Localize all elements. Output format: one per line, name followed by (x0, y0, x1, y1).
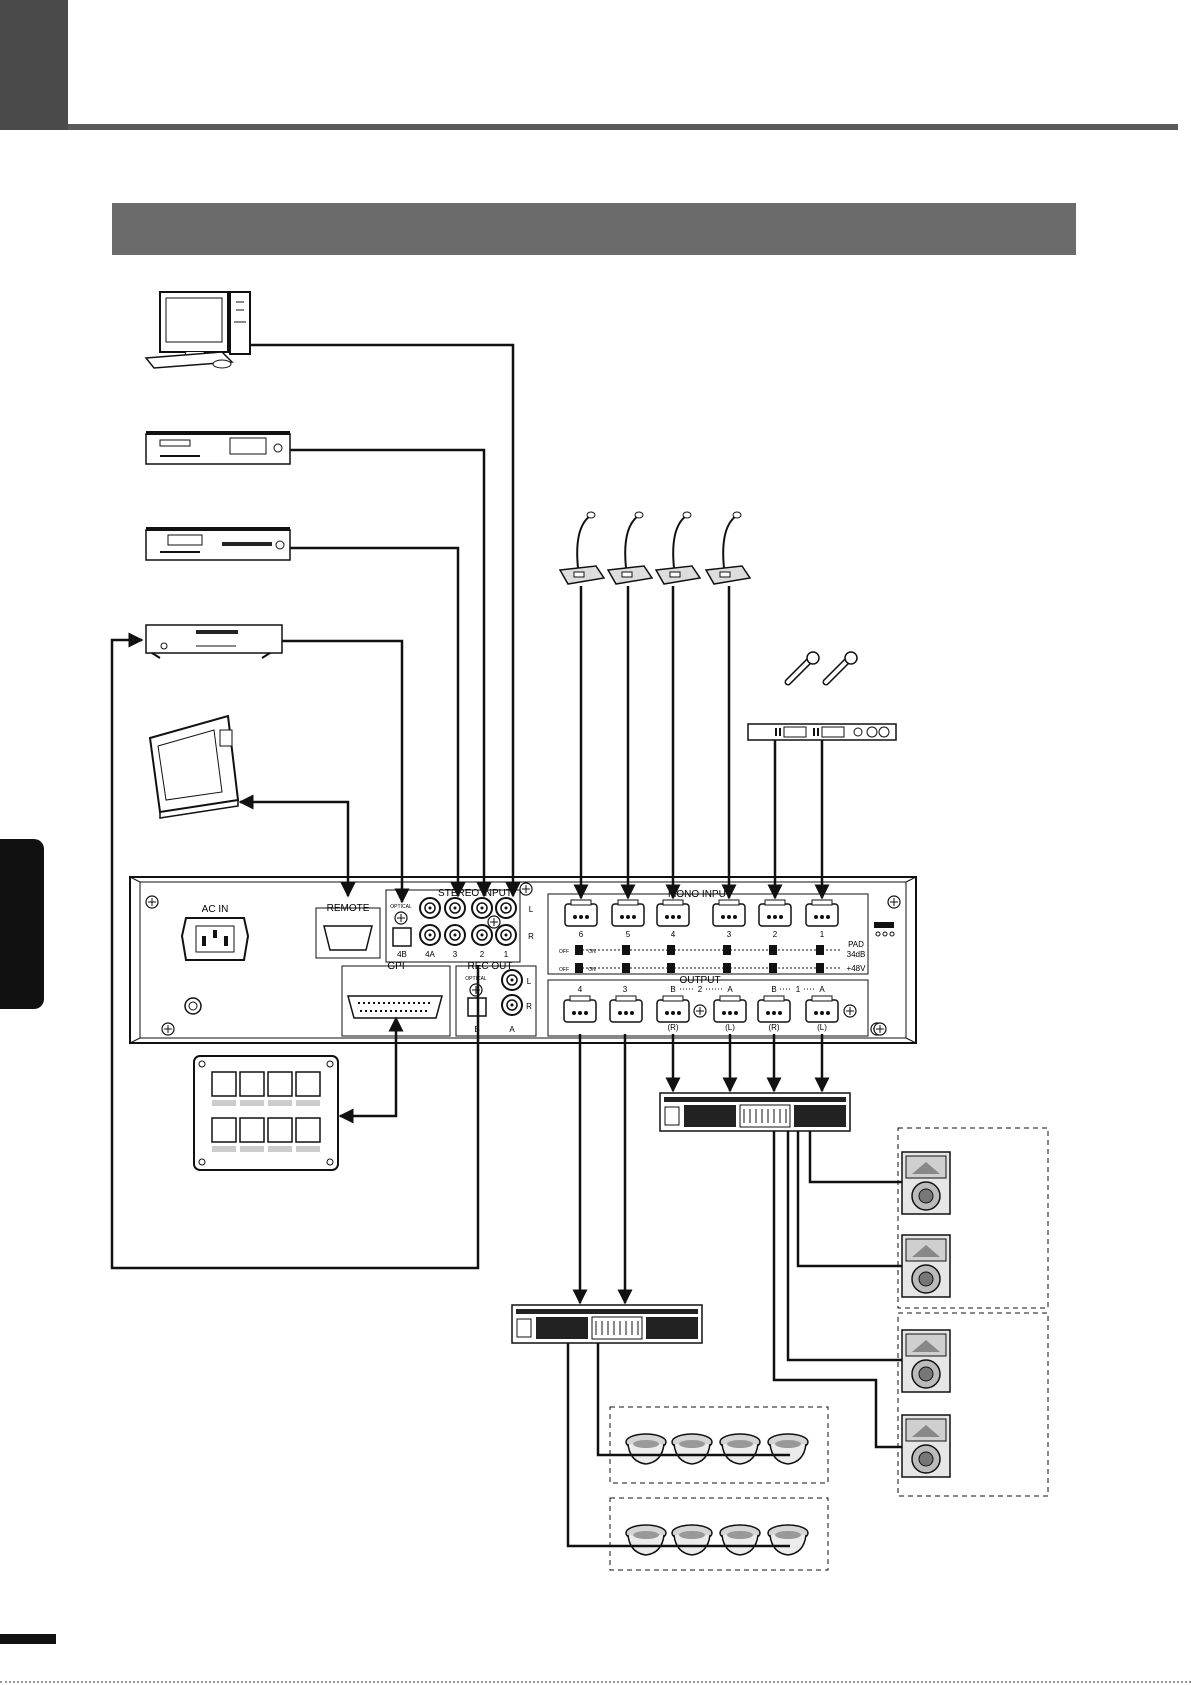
out-num-a1: A (819, 985, 825, 994)
computer-icon (146, 292, 250, 368)
stereo-r-label: R (528, 932, 534, 941)
cassette-deck-icon (146, 431, 290, 464)
handheld-mic-icon (788, 652, 819, 682)
out-side-r2: (R) (667, 1023, 678, 1032)
stereo-port-2: 2 (480, 950, 485, 959)
out-side-l2: (L) (725, 1023, 735, 1032)
gooseneck-mic-icon (560, 512, 604, 584)
mono-ch-6: 6 (579, 930, 584, 939)
ceiling-speaker-icon (720, 1525, 760, 1555)
ceiling-speaker-icon (672, 1525, 712, 1555)
mono-ch-1: 1 (820, 930, 825, 939)
speaker-zones (610, 1128, 1048, 1570)
mono-ch-4: 4 (671, 930, 676, 939)
switch-off-label: OFF (559, 949, 569, 955)
mono-input-label: MONO INPUT (668, 889, 732, 900)
optical-label: OPTICAL (390, 904, 412, 910)
stereo-input-label: STEREO INPUT (438, 888, 512, 899)
switch-on-label: ON (588, 967, 596, 973)
speaker-icon (902, 1152, 950, 1214)
rec-out-label: REC OUT (468, 961, 513, 972)
switch-off-label: OFF (559, 967, 569, 973)
ceiling-speaker-icon (626, 1525, 666, 1555)
speaker-icon (902, 1415, 950, 1477)
out-num-b2: B (670, 985, 675, 994)
wireless-receiver-icon (748, 724, 896, 740)
mono-ch-2: 2 (773, 930, 778, 939)
stereo-l-label: L (529, 905, 534, 914)
speaker-icon (902, 1330, 950, 1392)
rec-l-label: L (527, 977, 532, 986)
touch-panel-icon (150, 716, 238, 818)
switch-on-label: ON (588, 949, 596, 955)
pad-value-label: 34dB (847, 950, 866, 959)
out-num-4: 4 (578, 985, 583, 994)
pad-label: PAD (848, 940, 864, 949)
switch-panel-icon (194, 1056, 338, 1170)
out-side-r1: (R) (768, 1023, 779, 1032)
stereo-port-4a: 4A (425, 950, 435, 959)
dvd-player-icon (146, 625, 282, 658)
ceiling-speaker-icon (720, 1434, 760, 1464)
mono-ch-5: 5 (626, 930, 631, 939)
cd-player-icon (146, 527, 290, 560)
gooseneck-mic-icon (656, 512, 700, 584)
out-num-3: 3 (623, 985, 628, 994)
remote-label: REMOTE (327, 903, 370, 914)
stereo-port-3: 3 (453, 950, 458, 959)
rec-r-label: R (526, 1002, 532, 1011)
ceiling-speaker-icon (626, 1434, 666, 1464)
rec-port-a: A (509, 1025, 515, 1034)
stereo-port-1: 1 (504, 950, 509, 959)
rear-panel: AC IN REMOTE STEREO INPUT OPTICAL L R 4B… (130, 877, 916, 1043)
out-side-l1: (L) (817, 1023, 827, 1032)
rec-optical-label: OPTICAL (465, 976, 487, 982)
out-num-b1: B (771, 985, 776, 994)
stereo-port-4b: 4B (397, 950, 407, 959)
out-num-a2: A (727, 985, 733, 994)
ceiling-speaker-icon (672, 1434, 712, 1464)
gpi-label: GPI (387, 961, 404, 972)
out-num-1: 1 (796, 985, 801, 994)
ac-in-label: AC IN (202, 904, 229, 915)
speaker-icon (902, 1235, 950, 1297)
handheld-mic-icon (826, 652, 857, 682)
mono-ch-3: 3 (727, 930, 732, 939)
phantom-label: +48V (847, 964, 867, 973)
power-amp-icon (512, 1305, 702, 1343)
gooseneck-mic-icon (608, 512, 652, 584)
ceiling-speaker-icon (768, 1434, 808, 1464)
gooseneck-mic-icon (706, 512, 750, 584)
out-num-2: 2 (698, 985, 703, 994)
power-amp-icon (660, 1093, 850, 1131)
ceiling-speaker-icon (768, 1525, 808, 1555)
